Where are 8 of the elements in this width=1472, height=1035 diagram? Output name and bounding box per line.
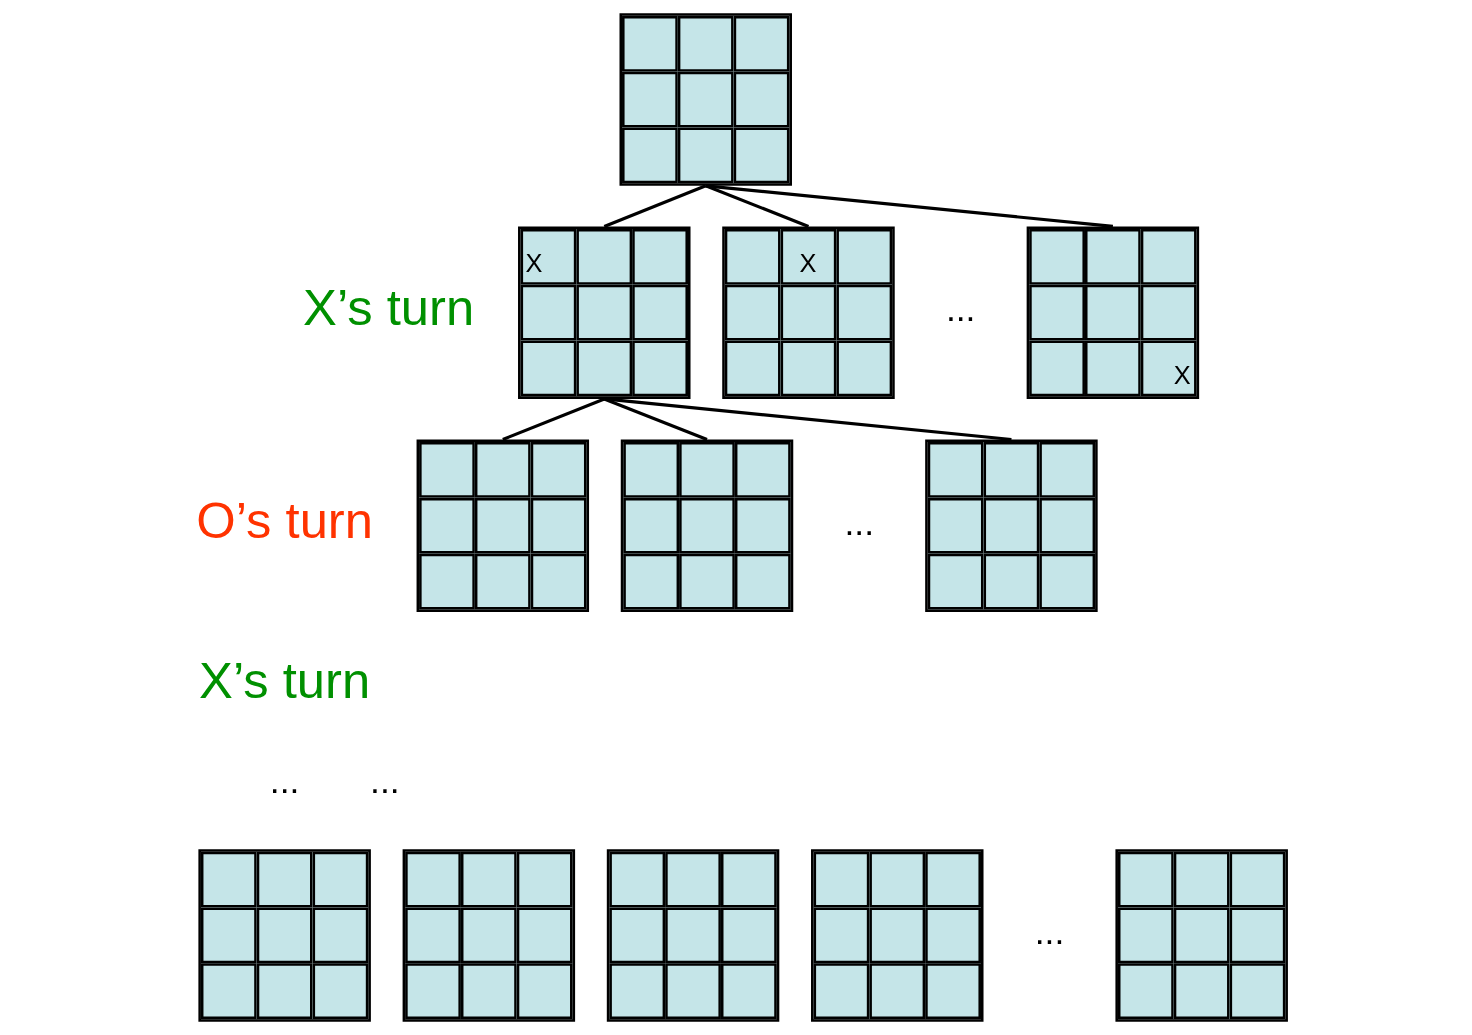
label: ... <box>945 289 975 330</box>
label: X’s turn <box>198 652 370 710</box>
label: ... <box>369 760 400 801</box>
label: ... <box>843 502 874 543</box>
label: X’s turn <box>302 279 474 337</box>
label: O’s turn <box>195 492 373 550</box>
label: ... <box>269 760 299 801</box>
label: ... <box>1034 912 1064 953</box>
